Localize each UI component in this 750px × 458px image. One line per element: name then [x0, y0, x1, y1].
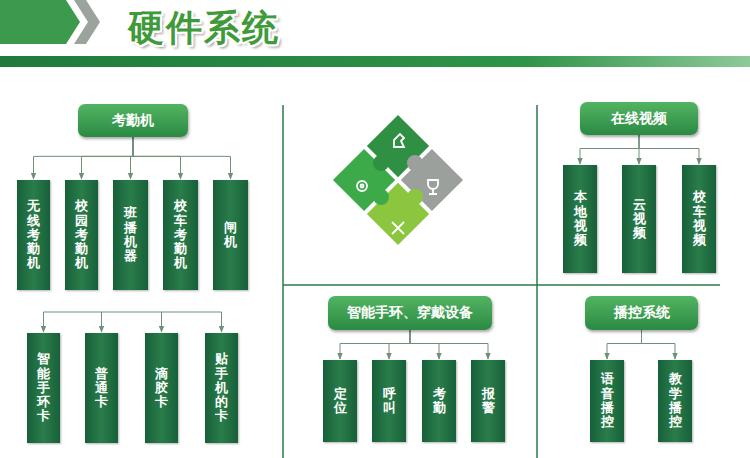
header-chevron	[74, 0, 100, 44]
header-box: 考勤机	[78, 104, 188, 137]
puzzle-icons	[357, 134, 438, 234]
node-text: 贴手机的卡	[215, 352, 228, 423]
item-column: 呼叫	[372, 360, 406, 442]
puzzle-illustration	[333, 115, 463, 245]
tree-connector	[133, 137, 181, 179]
node-text: 滴胶卡	[155, 367, 168, 410]
item-column: 本地视频	[563, 165, 597, 273]
header-box: 播控系统	[585, 296, 698, 330]
node-text: 考勤	[433, 387, 446, 416]
tree-connector	[389, 330, 410, 359]
page-title: 硬件系统	[128, 4, 280, 53]
tree-connector	[82, 137, 134, 179]
tree-connector	[639, 135, 699, 164]
node-text: 校车视频	[693, 190, 706, 247]
node-text: 教学播控	[669, 372, 682, 429]
item-column: 报警	[471, 360, 505, 442]
tree-connector	[580, 135, 639, 164]
item-column: 定位	[323, 360, 357, 442]
tree-connector	[410, 330, 439, 359]
tree-connector	[34, 137, 134, 179]
tree-connector	[133, 137, 231, 179]
item-column: 班播机器	[113, 180, 148, 290]
card-bracket	[44, 312, 222, 332]
tree-connector	[340, 330, 410, 359]
item-column: 校车视频	[682, 165, 716, 273]
header-bar	[0, 56, 750, 67]
header-chevron	[0, 0, 80, 44]
node-text: 智能手环、穿戴设备	[347, 304, 473, 322]
node-text: 在线视频	[611, 110, 667, 128]
header-box: 在线视频	[580, 102, 698, 135]
node-text: 定位	[334, 387, 347, 416]
node-text: 云视频	[633, 198, 646, 241]
item-column: 校车考勤机	[163, 180, 198, 290]
item-column: 校园考勤机	[65, 180, 98, 290]
node-text: 校园考勤机	[75, 199, 88, 270]
node-text: 呼叫	[383, 387, 396, 416]
node-text: 本地视频	[574, 190, 587, 247]
item-column: 普通卡	[85, 333, 118, 443]
item-column: 滴胶卡	[145, 333, 178, 443]
tree-connector	[642, 330, 676, 359]
node-text: 考勤机	[112, 112, 154, 130]
divider-line	[283, 284, 720, 286]
item-column: 无线考勤机	[17, 180, 50, 290]
node-text: 语音播控	[601, 372, 614, 429]
node-text: 校车考勤机	[174, 199, 187, 270]
node-text: 报警	[482, 387, 495, 416]
node-text: 播控系统	[614, 304, 670, 322]
divider-line	[536, 105, 538, 458]
node-text: 无线考勤机	[27, 199, 40, 270]
item-column: 闸机	[213, 180, 248, 290]
divider-line	[282, 105, 284, 458]
item-column: 教学播控	[658, 360, 692, 442]
node-text: 班播机器	[124, 206, 137, 263]
tree-connector	[410, 330, 488, 359]
tree-connector	[607, 330, 642, 359]
item-column: 云视频	[622, 165, 656, 273]
node-text: 普通卡	[95, 367, 108, 410]
item-column: 语音播控	[590, 360, 624, 442]
node-text: 智能手环卡	[37, 352, 50, 423]
item-column: 考勤	[422, 360, 456, 442]
item-column: 智能手环卡	[27, 333, 60, 443]
header-box: 智能手环、穿戴设备	[328, 296, 492, 330]
node-text: 闸机	[224, 221, 237, 250]
item-column: 贴手机的卡	[205, 333, 238, 443]
